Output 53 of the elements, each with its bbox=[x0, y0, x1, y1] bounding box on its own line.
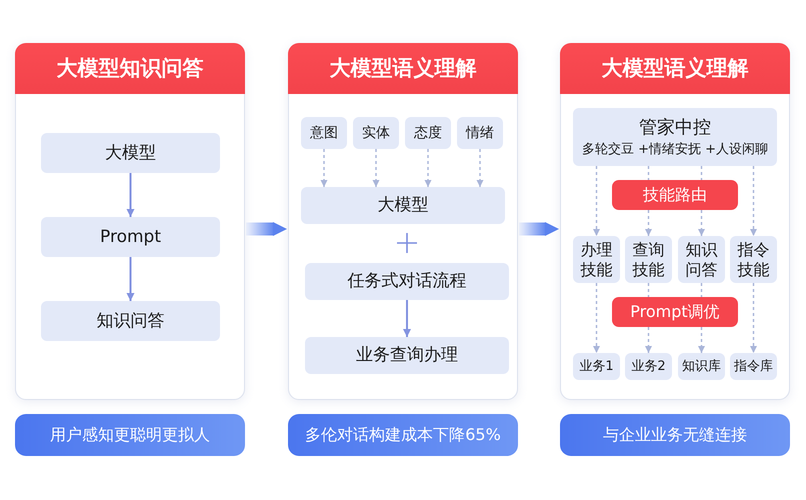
skill-box: 办理技能 bbox=[573, 236, 620, 283]
flow-arrow bbox=[246, 222, 287, 236]
process-box: 业务查询办理 bbox=[305, 337, 509, 374]
dashed-arrow bbox=[698, 327, 705, 353]
panel-card bbox=[288, 43, 518, 400]
tag-box: 情绪 bbox=[457, 117, 503, 149]
dashed-line bbox=[648, 283, 650, 297]
panel-title: 大模型语义理解 bbox=[288, 43, 518, 94]
panel-card bbox=[560, 43, 790, 400]
skill-box: 查询技能 bbox=[625, 236, 672, 283]
arrow bbox=[126, 257, 134, 301]
target-box: 指令库 bbox=[730, 353, 777, 380]
summary-banner: 多伦对话构建成本下降65% bbox=[288, 414, 518, 456]
dashed-line bbox=[700, 283, 702, 297]
dashed-arrow bbox=[593, 283, 600, 353]
dashed-line bbox=[700, 166, 702, 180]
skill-box: 知识问答 bbox=[678, 236, 725, 283]
arrow bbox=[403, 300, 411, 337]
panel-title: 大模型语义理解 bbox=[560, 43, 790, 94]
tag-box: 态度 bbox=[405, 117, 451, 149]
process-box: Prompt bbox=[41, 217, 220, 257]
dashed-arrow bbox=[424, 149, 432, 187]
skill-box: 指令技能 bbox=[730, 236, 777, 283]
target-box: 知识库 bbox=[678, 353, 725, 380]
panel-title: 大模型知识问答 bbox=[15, 43, 245, 94]
dashed-arrow bbox=[372, 149, 380, 187]
highlight-box: Prompt调优 bbox=[612, 297, 738, 327]
dashed-arrow bbox=[698, 210, 705, 236]
highlight-box: 技能路由 bbox=[612, 180, 738, 210]
target-box: 业务1 bbox=[573, 353, 620, 380]
summary-banner: 与企业业务无缝连接 bbox=[560, 414, 790, 456]
arrow bbox=[126, 173, 134, 217]
dashed-arrow bbox=[645, 210, 652, 236]
dashed-arrow bbox=[320, 149, 328, 187]
target-box: 业务2 bbox=[625, 353, 672, 380]
process-box: 任务式对话流程 bbox=[305, 263, 509, 300]
panel-card bbox=[15, 43, 245, 400]
control-box bbox=[573, 108, 777, 166]
process-box: 知识问答 bbox=[41, 301, 220, 341]
dashed-arrow bbox=[593, 166, 600, 236]
tag-box: 实体 bbox=[353, 117, 399, 149]
flow-arrow bbox=[519, 222, 559, 236]
dashed-line bbox=[648, 166, 650, 180]
process-box: 大模型 bbox=[41, 133, 220, 173]
box-title: 管家中控 bbox=[639, 116, 711, 138]
dashed-arrow bbox=[645, 327, 652, 353]
process-box: 大模型 bbox=[301, 187, 505, 224]
dashed-arrow bbox=[476, 149, 484, 187]
box-subtitle: 多轮交豆 +情绪安抚 +人设闲聊 bbox=[582, 142, 768, 158]
summary-banner: 用户感知更聪明更拟人 bbox=[15, 414, 245, 456]
tag-box: 意图 bbox=[301, 117, 347, 149]
dashed-arrow bbox=[750, 166, 757, 236]
dashed-arrow bbox=[750, 283, 757, 353]
